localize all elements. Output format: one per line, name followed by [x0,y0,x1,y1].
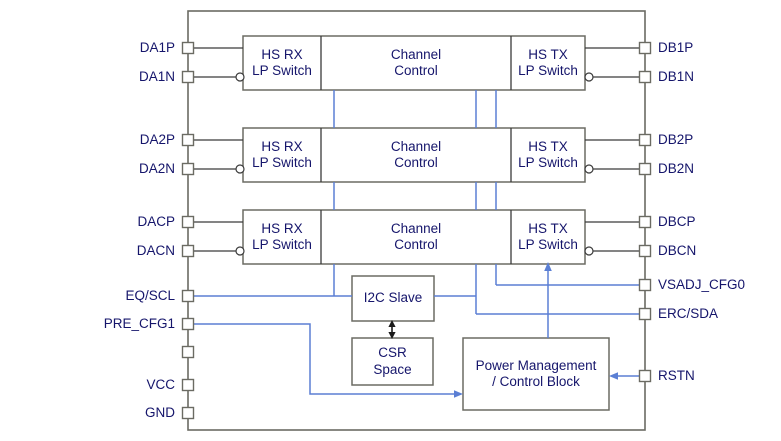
block-lane-c-channel-control: Channel Control [321,210,511,264]
label-da2p: DA2P [139,132,175,147]
block-lane-c-hs-rx: HS RX LP Switch [243,210,321,264]
arrowhead-pmc-to-lanec-tx [544,262,552,271]
lane-c-box [242,209,586,265]
arrowhead-i2c-csr-up [388,320,396,327]
label-dacp: DACP [137,214,175,229]
pin-square-vsadj-cfg0[interactable] [638,278,652,292]
label-dacn: DACN [136,243,175,258]
block-lane-c-hs-rx-line1: HS RX [261,220,303,236]
pin-square-da1p[interactable] [181,41,195,55]
label-da2n: DA2N [138,161,175,176]
block-lane-2-cc-line1: Channel [390,138,442,154]
block-csr-space: CSR Space [352,338,433,385]
block-i2c-slave: I2C Slave [352,276,434,321]
right-pin-squares [638,41,652,383]
label-db1n: DB1N [658,69,695,84]
block-csr-space-line1: CSR [378,345,407,361]
block-lane-1-hs-rx: HS RX LP Switch [243,36,321,90]
label-dbcn: DBCN [658,243,697,258]
wire-pre-cfg1 [194,323,456,395]
block-lane-2-hs-rx: HS RX LP Switch [243,128,321,182]
pin-square-db1p[interactable] [638,41,652,55]
pin-square-pre-cfg1[interactable] [181,317,195,331]
block-lane-2-hs-rx-line1: HS RX [261,138,303,154]
power-management-box [462,337,610,411]
lane-2-group [194,127,639,183]
lane-1-box [242,35,586,91]
pin-square-gnd[interactable] [181,406,195,420]
block-lane-c-hs-tx: HS TX LP Switch [511,210,585,264]
lane-c-rx-invert-bubble [235,246,245,256]
i2c-slave-box [351,275,435,322]
block-lane-c-cc-line1: Channel [390,220,442,236]
block-lane-1-hs-tx: HS TX LP Switch [511,36,585,90]
label-dbcp: DBCP [658,214,696,229]
block-lane-2-hs-tx-line2: LP Switch [518,155,578,170]
label-eq-scl: EQ/SCL [125,288,175,303]
arrowhead-i2c-csr-down [388,332,396,339]
pin-square-db2n[interactable] [638,162,652,176]
lane-2-tx-invert-bubble [584,164,594,174]
block-lane-2-cc-line2: Control [394,155,438,170]
pin-square-dbcp[interactable] [638,215,652,229]
control-bus-group [333,90,497,314]
pin-square-db1n[interactable] [638,70,652,84]
block-lane-c-hs-rx-line2: LP Switch [252,237,312,252]
block-lane-1-hs-rx-line1: HS RX [261,46,303,62]
lane-1-group [194,35,639,91]
block-lane-2-hs-tx-line1: HS TX [528,138,568,154]
block-lane-1-hs-tx-line1: HS TX [528,46,568,62]
label-db1p: DB1P [658,40,694,55]
arrowhead-pre-cfg1 [454,390,463,398]
csr-space-box [351,337,434,386]
left-pin-squares [181,41,195,420]
pin-square-unlabeled[interactable] [181,345,195,359]
pin-square-dbcn[interactable] [638,244,652,258]
pin-square-vcc[interactable] [181,378,195,392]
label-gnd: GND [145,405,175,420]
block-lane-c-hs-tx-line1: HS TX [528,220,568,236]
block-lane-1-channel-control: Channel Control [321,36,511,90]
lane-1-tx-invert-bubble [584,72,594,82]
block-lane-1-hs-rx-line2: LP Switch [252,63,312,78]
block-lane-2-hs-rx-line2: LP Switch [252,155,312,170]
lane-2-box [242,127,586,183]
block-lane-c-hs-tx-line2: LP Switch [518,237,578,252]
block-lane-1-cc-line2: Control [394,63,438,78]
pin-square-da2p[interactable] [181,133,195,147]
block-lane-2-channel-control: Channel Control [321,128,511,182]
block-power-management: Power Management / Control Block [463,338,609,410]
lane-2-rx-invert-bubble [235,164,245,174]
pin-square-da2n[interactable] [181,162,195,176]
block-power-management-line1: Power Management [475,357,597,373]
label-vcc: VCC [146,377,175,392]
label-erc-sda: ERC/SDA [658,306,719,321]
lane-1-rx-invert-bubble [235,72,245,82]
lane-c-group [194,209,639,265]
pin-square-eq-scl[interactable] [181,289,195,303]
block-i2c-slave-label: I2C Slave [363,290,423,306]
label-db2p: DB2P [658,132,694,147]
label-rstn: RSTN [658,368,695,383]
block-lane-1-cc-line1: Channel [390,46,442,62]
label-da1p: DA1P [139,40,175,55]
block-lane-c-cc-line2: Control [394,237,438,252]
pin-square-dacn[interactable] [181,244,195,258]
pin-square-dacp[interactable] [181,215,195,229]
block-lane-2-hs-tx: HS TX LP Switch [511,128,585,182]
label-vsadj-cfg0: VSADJ_CFG0 [658,277,746,292]
label-da1n: DA1N [138,69,175,84]
block-csr-space-line2: Space [373,361,412,377]
pin-square-erc-sda[interactable] [638,307,652,321]
block-lane-1-hs-tx-line2: LP Switch [518,63,578,78]
pin-square-da1n[interactable] [181,70,195,84]
label-db2n: DB2N [658,161,695,176]
pin-square-db2p[interactable] [638,133,652,147]
arrowhead-rstn [609,372,618,380]
pin-square-rstn[interactable] [638,369,652,383]
block-power-management-line2: / Control Block [492,374,580,389]
label-pre-cfg1: PRE_CFG1 [103,316,175,331]
lane-c-tx-invert-bubble [584,246,594,256]
